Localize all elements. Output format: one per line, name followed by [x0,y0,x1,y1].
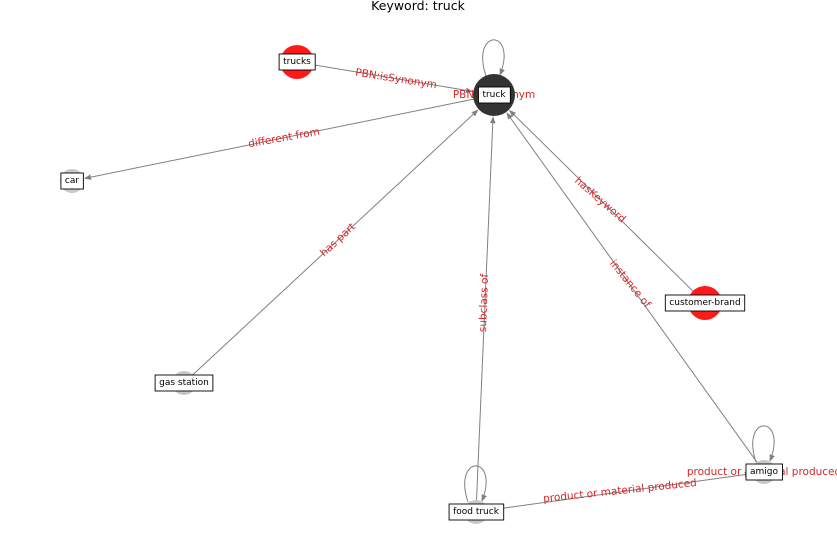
edge-label: product or material produced [543,477,698,505]
edge-label: instance of [607,258,653,311]
node-customer-brand: customer-brand [664,286,746,320]
edge-gas-station-to-truck [186,109,479,381]
edge-food-truck-to-truck [475,116,496,509]
node-label: car [65,176,79,186]
edge-label: subclass of [477,273,491,332]
node-label-box [154,374,214,392]
edge-amigo-to-truck [506,112,763,470]
edge-truck-to-car [84,95,488,180]
edge-layer [84,39,775,513]
node-label-box [745,463,783,481]
node-label: trucks [283,57,311,67]
node-food-truck: food truck [448,500,505,524]
node-gas-station: gas station [154,371,214,395]
node-car: car [60,169,84,193]
edge-self-loop [752,425,775,463]
node-amigo: amigo [745,460,783,484]
node-label-box [278,53,316,71]
edge-label: has part [318,221,358,259]
edge-label: hasKeyword [572,175,628,226]
node-label: amigo [750,467,778,477]
node-label: gas station [159,378,209,388]
node-label-box [664,294,746,312]
node-label-box [60,172,84,190]
edge-trucks-to-truck [301,62,473,94]
node-label-box [448,503,505,521]
node-truck: truck [473,74,515,116]
node-label-box [478,86,511,104]
node-label: truck [482,90,506,100]
node-trucks: trucks [278,45,316,79]
node-label: food truck [453,507,500,517]
edge-label: PBN:isSynonym [354,67,437,92]
node-layer: truck trucks car customer-brand gas station a… [60,45,783,524]
edge-label: different from [247,126,320,150]
edge-self-loop [464,465,487,503]
graph-title: Keyword: truck [371,0,465,13]
edge-self-loop [482,39,505,77]
node-label: customer-brand [669,298,740,308]
edge-customer-brand-to-truck [509,109,702,300]
edge-food-truck-to-amigo [479,471,752,513]
